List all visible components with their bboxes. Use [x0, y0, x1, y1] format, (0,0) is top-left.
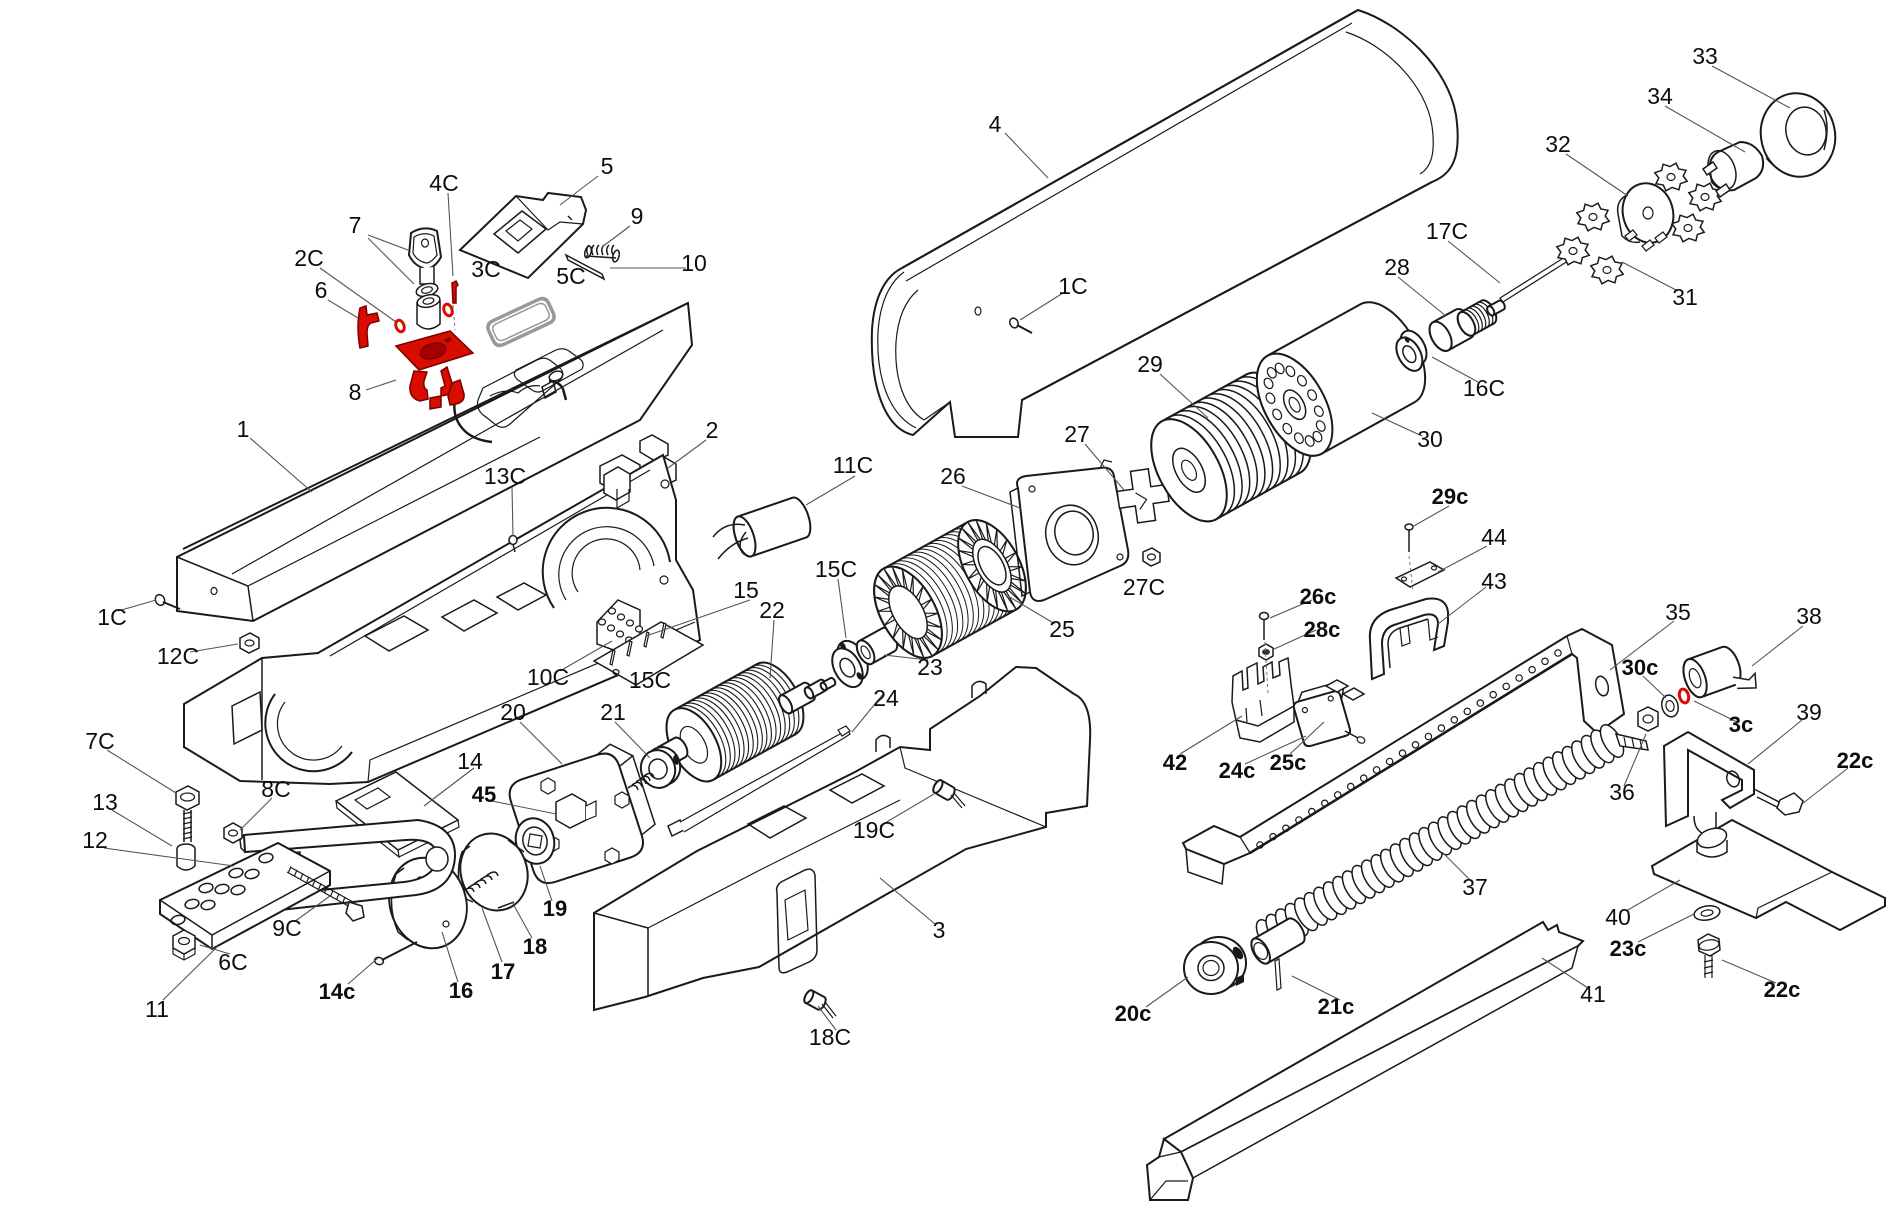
svg-text:4C: 4C — [429, 170, 458, 196]
svg-text:22c: 22c — [1764, 977, 1801, 1002]
svg-text:38: 38 — [1796, 603, 1822, 629]
svg-text:19: 19 — [543, 896, 567, 921]
svg-text:24c: 24c — [1219, 758, 1256, 783]
svg-text:28: 28 — [1384, 254, 1410, 280]
svg-text:34: 34 — [1647, 83, 1673, 109]
svg-text:23: 23 — [917, 654, 943, 680]
svg-text:6: 6 — [315, 277, 328, 303]
svg-text:15: 15 — [733, 577, 759, 603]
svg-text:18: 18 — [523, 934, 547, 959]
svg-text:20: 20 — [500, 699, 526, 725]
svg-text:3c: 3c — [1729, 712, 1753, 737]
svg-text:13: 13 — [92, 789, 118, 815]
svg-text:21c: 21c — [1318, 994, 1355, 1019]
svg-text:13C: 13C — [484, 463, 526, 489]
svg-text:42: 42 — [1163, 750, 1187, 775]
svg-text:40: 40 — [1605, 904, 1631, 930]
svg-text:15C: 15C — [815, 556, 857, 582]
svg-text:8: 8 — [349, 379, 362, 405]
svg-text:1C: 1C — [97, 604, 126, 630]
svg-text:44: 44 — [1481, 524, 1507, 550]
svg-text:41: 41 — [1580, 981, 1606, 1007]
svg-text:5C: 5C — [556, 263, 585, 289]
svg-text:15C: 15C — [629, 667, 671, 693]
svg-text:10C: 10C — [527, 664, 569, 690]
svg-text:43: 43 — [1481, 568, 1507, 594]
svg-text:12C: 12C — [157, 643, 199, 669]
svg-text:3: 3 — [933, 917, 946, 943]
svg-text:10: 10 — [681, 250, 707, 276]
svg-text:30c: 30c — [1622, 655, 1659, 680]
svg-text:1: 1 — [237, 416, 250, 442]
svg-text:29c: 29c — [1432, 484, 1469, 509]
svg-text:14c: 14c — [319, 979, 356, 1004]
svg-text:14: 14 — [457, 748, 483, 774]
svg-text:22c: 22c — [1837, 748, 1874, 773]
svg-text:17: 17 — [491, 959, 515, 984]
svg-text:11: 11 — [145, 996, 169, 1022]
svg-text:24: 24 — [873, 685, 899, 711]
svg-text:20c: 20c — [1115, 1001, 1152, 1026]
svg-text:31: 31 — [1672, 284, 1698, 310]
svg-text:16C: 16C — [1463, 375, 1505, 401]
svg-text:39: 39 — [1796, 699, 1822, 725]
svg-text:6C: 6C — [218, 949, 247, 975]
svg-text:17C: 17C — [1426, 218, 1468, 244]
svg-text:4: 4 — [989, 111, 1002, 137]
svg-text:2C: 2C — [294, 245, 323, 271]
svg-text:30: 30 — [1417, 426, 1443, 452]
svg-text:29: 29 — [1137, 351, 1163, 377]
svg-text:9C: 9C — [272, 915, 301, 941]
svg-text:32: 32 — [1545, 131, 1571, 157]
svg-text:27C: 27C — [1123, 574, 1165, 600]
svg-text:19C: 19C — [853, 817, 895, 843]
svg-text:26c: 26c — [1300, 584, 1337, 609]
svg-text:1C: 1C — [1058, 273, 1087, 299]
svg-text:3C: 3C — [471, 256, 500, 282]
svg-text:45: 45 — [472, 782, 496, 807]
svg-text:28c: 28c — [1304, 617, 1341, 642]
svg-text:16: 16 — [449, 978, 473, 1003]
svg-text:37: 37 — [1462, 874, 1488, 900]
svg-text:35: 35 — [1665, 599, 1691, 625]
svg-text:11C: 11C — [833, 452, 874, 478]
svg-text:12: 12 — [82, 827, 108, 853]
svg-text:33: 33 — [1692, 43, 1718, 69]
svg-text:7: 7 — [349, 212, 362, 238]
svg-text:7C: 7C — [85, 728, 114, 754]
svg-text:18C: 18C — [809, 1024, 851, 1050]
svg-text:26: 26 — [940, 463, 966, 489]
svg-text:5: 5 — [601, 153, 614, 179]
svg-text:8C: 8C — [261, 776, 290, 802]
svg-text:27: 27 — [1064, 421, 1090, 447]
svg-text:25: 25 — [1049, 616, 1075, 642]
svg-text:23c: 23c — [1610, 936, 1647, 961]
svg-text:9: 9 — [631, 203, 644, 229]
svg-text:22: 22 — [759, 597, 785, 623]
svg-text:25c: 25c — [1270, 750, 1307, 775]
svg-text:21: 21 — [600, 699, 626, 725]
svg-text:2: 2 — [706, 417, 719, 443]
svg-text:36: 36 — [1609, 779, 1635, 805]
